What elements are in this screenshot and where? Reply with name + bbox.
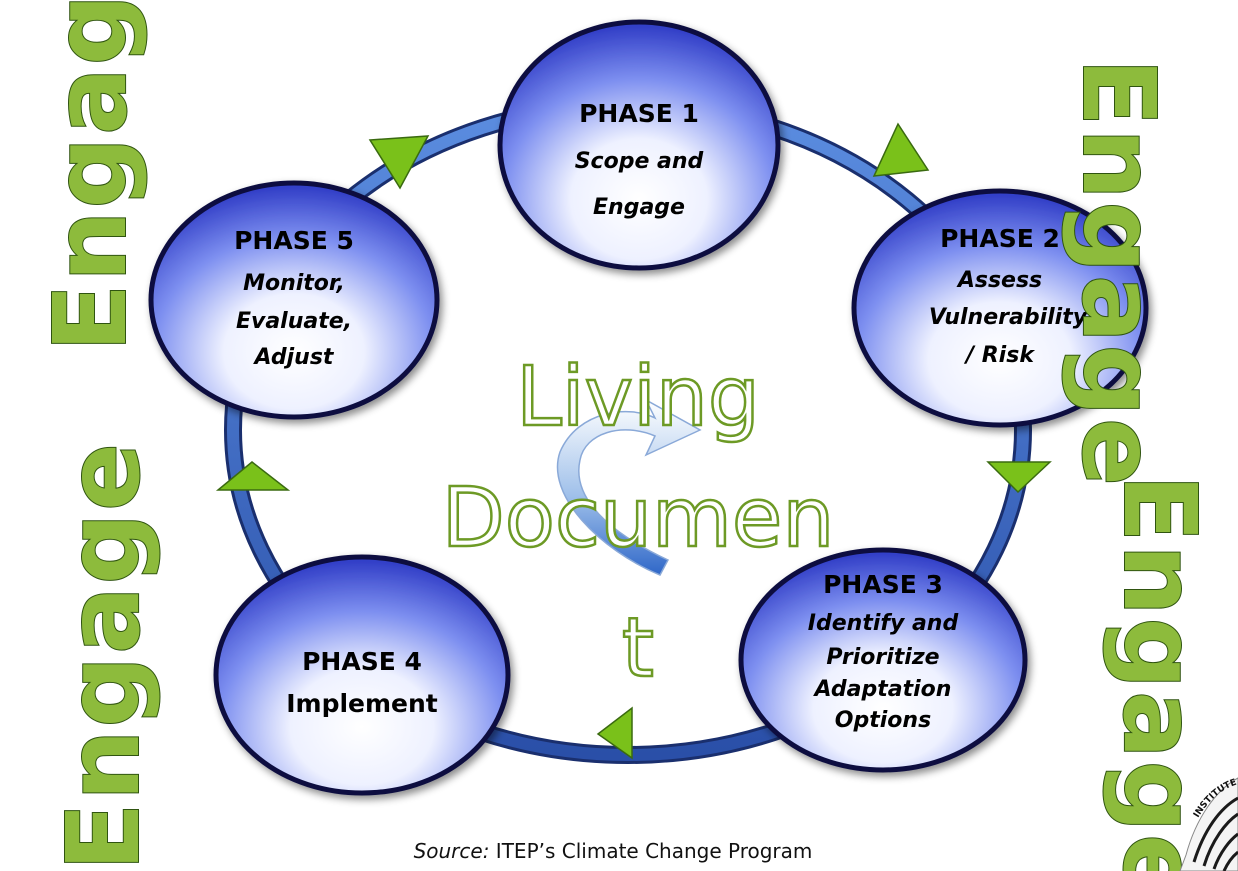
phase-3-title: PHASE 3 <box>823 570 943 599</box>
flow-arrow-5-to-1 <box>368 135 430 190</box>
phase-1-bubble: PHASE 1 Scope and Engage <box>497 19 781 271</box>
living-document-line-3: t <box>622 601 654 696</box>
phase-3-line-1: Identify and <box>808 611 959 636</box>
itep-logo: INSTITUTE <box>1179 777 1238 871</box>
source-citation: Source: ITEP’s Climate Change Program <box>414 839 813 863</box>
flow-arrow-4-to-5 <box>215 461 291 491</box>
phase-3-line-2: Prioritize <box>826 645 939 670</box>
source-prefix: Source: <box>414 839 490 863</box>
flow-arrow-1-to-2 <box>872 122 930 177</box>
phase-1-line-1: Scope and <box>575 149 704 174</box>
engage-label-right: Engage <box>1101 474 1218 871</box>
phase-1-title: PHASE 1 <box>579 99 699 128</box>
living-document-line-2: Documen <box>442 471 835 566</box>
phase-4-line-1: Implement <box>286 689 438 718</box>
engage-label-top-right: Engage <box>1060 58 1177 488</box>
engage-label-bottom-left: Engage <box>45 441 162 871</box>
phase-4-bubble: PHASE 4 Implement <box>213 554 511 796</box>
phase-5-line-1: Monitor, <box>243 271 345 296</box>
phase-5-line-2: Evaluate, <box>236 309 352 334</box>
phase-2-line-3: / Risk <box>963 343 1035 368</box>
phase-5-bubble: PHASE 5 Monitor, Evaluate, Adjust <box>148 180 440 420</box>
flow-arrow-2-to-3 <box>986 461 1052 494</box>
phase-2-line-1: Assess <box>956 268 1042 293</box>
phase-3-line-4: Options <box>835 708 931 733</box>
living-document-line-1: Living <box>516 350 760 445</box>
source-text: ITEP’s Climate Change Program <box>489 839 812 863</box>
engage-label-top-left: Engage <box>32 0 149 352</box>
phase-2-bubble: PHASE 2 Assess Vulnerability / Risk <box>851 188 1149 428</box>
flow-arrow-3-to-4 <box>596 706 633 760</box>
phase-5-title: PHASE 5 <box>234 226 354 255</box>
phase-3-bubble: PHASE 3 Identify and Prioritize Adaptati… <box>738 547 1028 773</box>
phase-4-title: PHASE 4 <box>302 647 422 676</box>
phase-2-title: PHASE 2 <box>940 224 1060 253</box>
phase-3-line-3: Adaptation <box>813 677 952 702</box>
living-document-swirl-icon <box>556 398 702 576</box>
phase-2-line-2: Vulnerability <box>929 305 1089 330</box>
phase-1-line-2: Engage <box>593 195 685 220</box>
phase-5-line-3: Adjust <box>253 345 335 370</box>
